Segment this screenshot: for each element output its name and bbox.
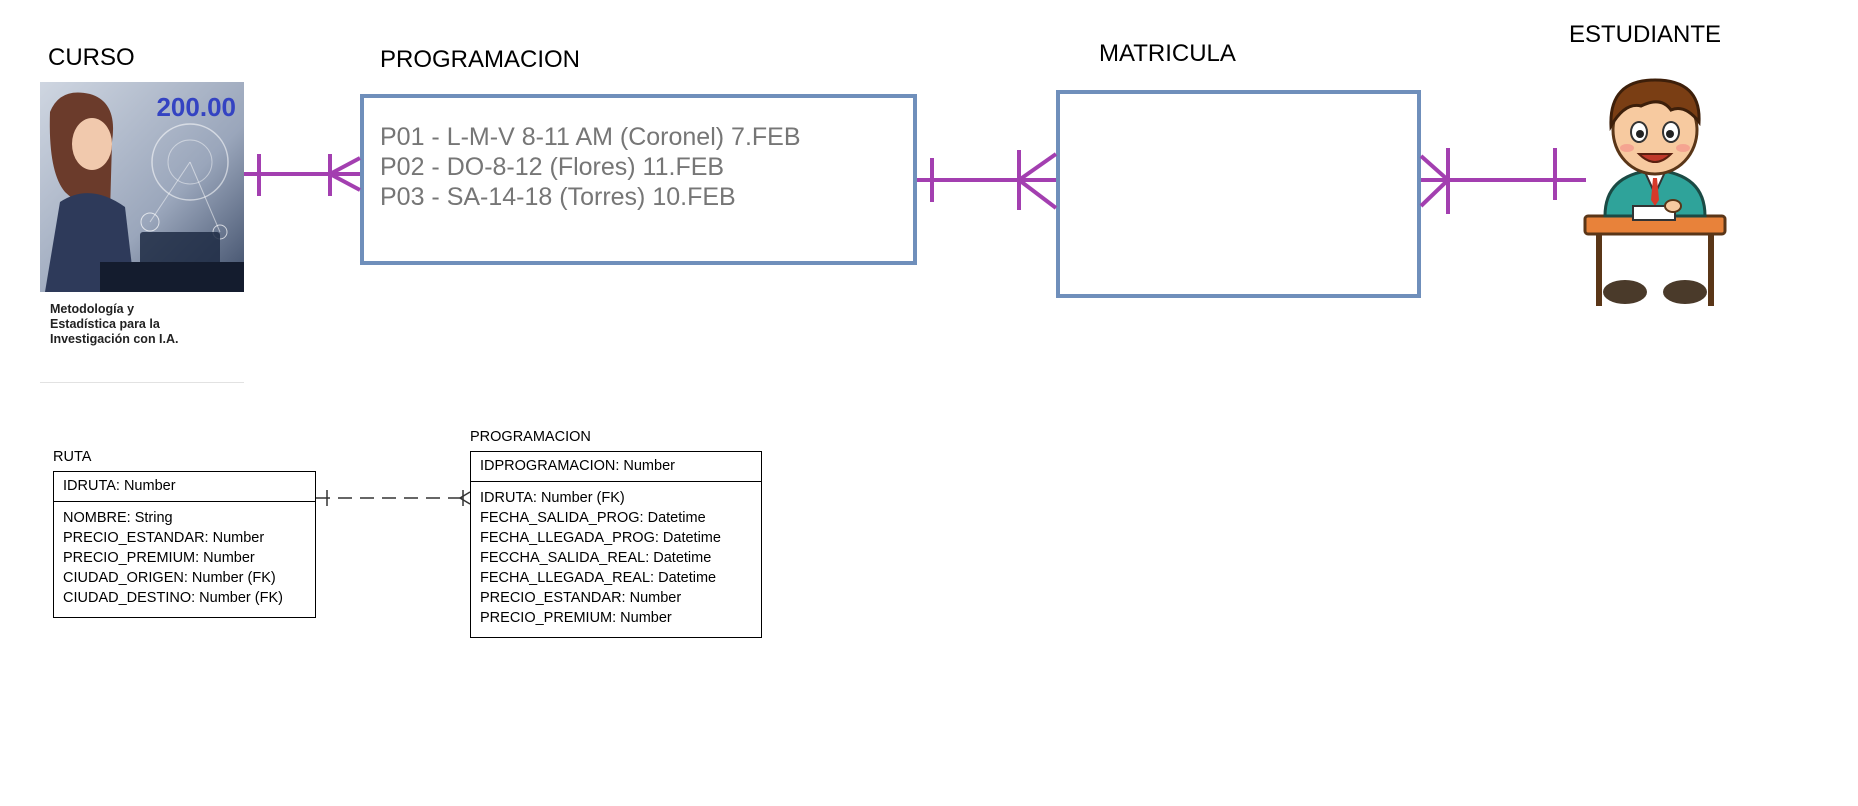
programacion-entity: P01 - L-M-V 8-11 AM (Coronel) 7.FEB P02 … [360, 94, 917, 265]
crowfoot-prong [459, 497, 471, 505]
programacion-field: FECHA_SALIDA_PROG: Datetime [480, 510, 706, 526]
ruta-field: CIUDAD_DESTINO: Number (FK) [63, 590, 283, 606]
matricula-entity [1056, 90, 1421, 298]
curso-label: CURSO [48, 44, 135, 71]
programacion-primary-key: IDPROGRAMACION: Number [471, 452, 761, 482]
ruta-field: NOMBRE: String [63, 510, 173, 526]
programacion-field: FECHA_LLEGADA_PROG: Datetime [480, 530, 721, 546]
programacion-entry: P02 - DO-8-12 (Flores) 11.FEB [380, 153, 725, 181]
matricula-label: MATRICULA [1099, 40, 1236, 67]
programacion-field: PRECIO_PREMIUM: Number [480, 610, 672, 626]
crowfoot-prong [1419, 178, 1450, 208]
course-price: 200.00 [156, 92, 236, 122]
programacion-field-list: IDRUTA: Number (FK) FECHA_SALIDA_PROG: D… [471, 482, 761, 634]
course-name: Metodología y Estadística para la Invest… [50, 302, 179, 346]
programacion-entry: P03 - SA-14-18 (Torres) 10.FEB [380, 183, 736, 211]
crowfoot-prong [329, 172, 361, 192]
ruta-table: IDRUTA: Number NOMBRE: String PRECIO_EST… [53, 471, 316, 618]
crowfoot-prong [1017, 178, 1058, 210]
crowfoot-prong [1419, 154, 1450, 182]
programacion-field: FECCHA_SALIDA_REAL: Datetime [480, 550, 712, 566]
ruta-primary-key: IDRUTA: Number [54, 472, 315, 502]
course-photo [40, 82, 244, 292]
ruta-table-title: RUTA [53, 449, 92, 465]
crowfoot-prong [459, 491, 471, 499]
programacion-field: FECHA_LLEGADA_REAL: Datetime [480, 570, 717, 586]
crowfoot-prong [1017, 152, 1058, 182]
curso-card: 200.00 Metodología y Estadística para la… [40, 82, 244, 383]
estudiante-label: ESTUDIANTE [1569, 21, 1722, 48]
ruta-field: PRECIO_PREMIUM: Number [63, 550, 255, 566]
ruta-field: CIUDAD_ORIGEN: Number (FK) [63, 570, 276, 586]
student-illustration [1583, 78, 1727, 306]
programacion-label: PROGRAMACION [380, 46, 581, 73]
programacion-entry: P01 - L-M-V 8-11 AM (Coronel) 7.FEB [380, 123, 801, 151]
ruta-field: PRECIO_ESTANDAR: Number [63, 530, 265, 546]
programacion-table: IDPROGRAMACION: Number IDRUTA: Number (F… [470, 451, 762, 638]
programacion-table-title: PROGRAMACION [470, 429, 591, 445]
ruta-field-list: NOMBRE: String PRECIO_ESTANDAR: Number P… [54, 502, 315, 614]
programacion-list: P01 - L-M-V 8-11 AM (Coronel) 7.FEB P02 … [380, 122, 801, 212]
crowfoot-prong [329, 156, 361, 176]
programacion-field: IDRUTA: Number (FK) [480, 490, 625, 506]
programacion-field: PRECIO_ESTANDAR: Number [480, 590, 682, 606]
